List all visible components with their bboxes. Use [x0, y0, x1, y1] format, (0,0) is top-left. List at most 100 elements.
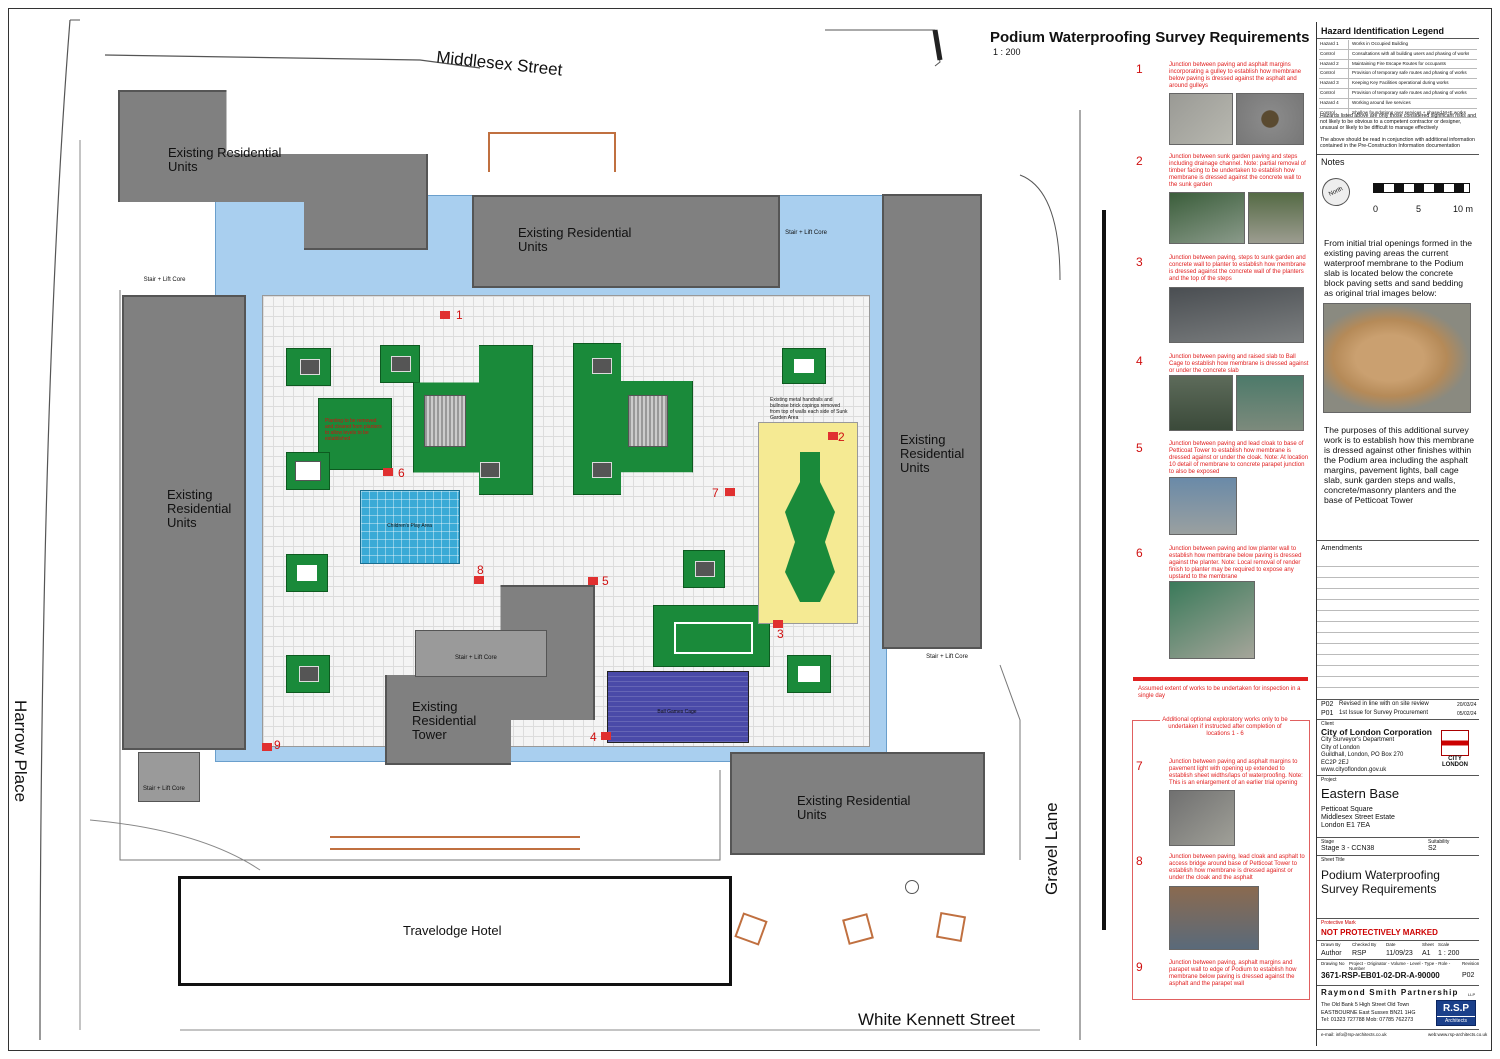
rule: [1317, 154, 1479, 155]
rule: [1317, 719, 1479, 720]
survey-photo-5: [1169, 477, 1237, 535]
legend-value: Provision of temporary safe routes and p…: [1352, 89, 1467, 95]
planter-12: [653, 605, 770, 667]
survey-text-7: Junction between paving and asphalt marg…: [1169, 759, 1303, 786]
survey-num-2: 2: [1136, 154, 1143, 168]
kerb-line-1: [330, 836, 580, 838]
planter-1: [286, 348, 331, 386]
client-address-line: Guildhall, London, PO Box 270: [1321, 752, 1404, 758]
notes-para-1: From initial trial openings formed in th…: [1324, 238, 1473, 298]
stair-core-label-4: Stair + Lift Core: [143, 786, 185, 792]
survey-photo-7: [1169, 790, 1235, 846]
legend-key: Hazard 3: [1319, 79, 1349, 88]
amendments-grid: [1317, 556, 1479, 696]
stair-core-label-3: Stair + Lift Core: [926, 654, 968, 660]
notes-title: Notes: [1321, 157, 1345, 167]
legend-key: Control: [1319, 69, 1349, 79]
stair-core-box: [138, 752, 200, 802]
stage-value: Stage 3 - CCN38: [1321, 845, 1375, 852]
marker-num-6: 6: [398, 466, 405, 480]
scale-tick-5: 5: [1416, 204, 1422, 214]
legend-key: Control: [1319, 108, 1349, 118]
amend-desc-1: Revised in line with on site review: [1339, 701, 1429, 707]
amendments-title: Amendments: [1321, 545, 1363, 552]
grate-c: [480, 462, 500, 478]
drawn-h-3: Sheet: [1422, 942, 1434, 947]
drawing-h-2: Revision: [1462, 961, 1480, 966]
rule: [1317, 540, 1479, 541]
survey-text-8: Junction between paving, lead cloak and …: [1169, 854, 1305, 881]
ball-games-cage: [607, 671, 749, 743]
amend-date-2: 05/02/24: [1457, 711, 1477, 717]
legend-value: Consultations with all building users an…: [1352, 50, 1470, 56]
firm-name: Raymond Smith Partnership: [1321, 988, 1459, 997]
building-label-bottom-right: Existing Residential Units: [797, 793, 911, 822]
survey-num-7: 7: [1136, 759, 1143, 773]
protective-label: Protective Mark: [1321, 920, 1356, 926]
marker-num-1: 1: [456, 308, 463, 322]
planter-11: [787, 655, 831, 693]
building-res-right: [882, 194, 982, 649]
drawn-v-0: Author: [1321, 950, 1342, 957]
scale-tick-10: 10 m: [1453, 204, 1474, 214]
marker-9: [262, 743, 272, 751]
city-crest-icon: [1441, 730, 1469, 756]
rule: [1317, 38, 1479, 39]
survey-text-6: Junction between paving and low planter …: [1169, 546, 1302, 580]
rule: [1317, 775, 1479, 776]
kerb-line-2: [330, 848, 580, 850]
grate-b: [592, 462, 612, 478]
legend-title: Hazard Identification Legend: [1321, 26, 1445, 36]
amend-rev-1: P02: [1321, 701, 1334, 708]
drawn-v-1: RSP: [1352, 950, 1367, 957]
marker-3: [773, 620, 783, 628]
building-res-left: [122, 295, 246, 750]
drawing-h-0: Drawing No: [1321, 961, 1345, 966]
survey-photo-2a: [1169, 192, 1245, 244]
drawing-number: 3671-RSP-EB01-02-DR-A-90000: [1321, 971, 1440, 980]
marker-num-7: 7: [712, 486, 719, 500]
survey-photo-6: [1169, 581, 1255, 659]
project-address-line: London E1 7EA: [1321, 822, 1371, 829]
drawn-h-0: Drawn By: [1321, 942, 1341, 947]
boundary-wall: [1102, 210, 1106, 930]
stage-label: Stage: [1321, 839, 1335, 845]
title-block: [1316, 22, 1479, 1046]
firm-email: e-mail: info@rsp-architects.co.uk: [1321, 1032, 1387, 1037]
rule: [1317, 918, 1479, 919]
rule: [1317, 1029, 1479, 1030]
drawing-rev: P02: [1462, 972, 1475, 979]
rule: [1317, 985, 1479, 986]
title-scale: 1 : 200: [993, 47, 1021, 57]
client-address-line: www.cityoflondon.gov.uk: [1321, 767, 1387, 773]
amend-date-1: 20/03/24: [1457, 702, 1477, 708]
steps-outline: [488, 132, 616, 172]
rsp-logo: R.S.P Architects: [1436, 1000, 1476, 1026]
additional-header: Additional optional exploratory works on…: [1160, 717, 1290, 738]
survey-num-8: 8: [1136, 854, 1143, 868]
planter-8: [286, 554, 328, 592]
amend-rev-2: P01: [1321, 710, 1334, 717]
north-label: North: [1328, 186, 1344, 198]
marker-num-3: 3: [777, 627, 784, 641]
marker-num-8: 8: [477, 563, 484, 577]
planter-note: Planting to be removed and cleared from …: [325, 418, 382, 442]
legend-key: Control: [1319, 88, 1349, 98]
drawn-h-4: Scale: [1438, 942, 1450, 947]
legend-value: Working around live services: [1352, 99, 1411, 105]
survey-photo-4b: [1236, 375, 1304, 431]
client-address-line: City of London: [1321, 744, 1360, 751]
scale-bar: [1373, 183, 1470, 193]
rule: [1317, 940, 1479, 941]
firm-web: web:www.rsp-architects.co.uk: [1428, 1032, 1488, 1037]
survey-num-5: 5: [1136, 441, 1143, 455]
suitability-value: S2: [1428, 845, 1437, 852]
handrail-note: Existing metal handrails and bullnose br…: [770, 397, 848, 421]
travelodge-hotel: [178, 876, 732, 986]
